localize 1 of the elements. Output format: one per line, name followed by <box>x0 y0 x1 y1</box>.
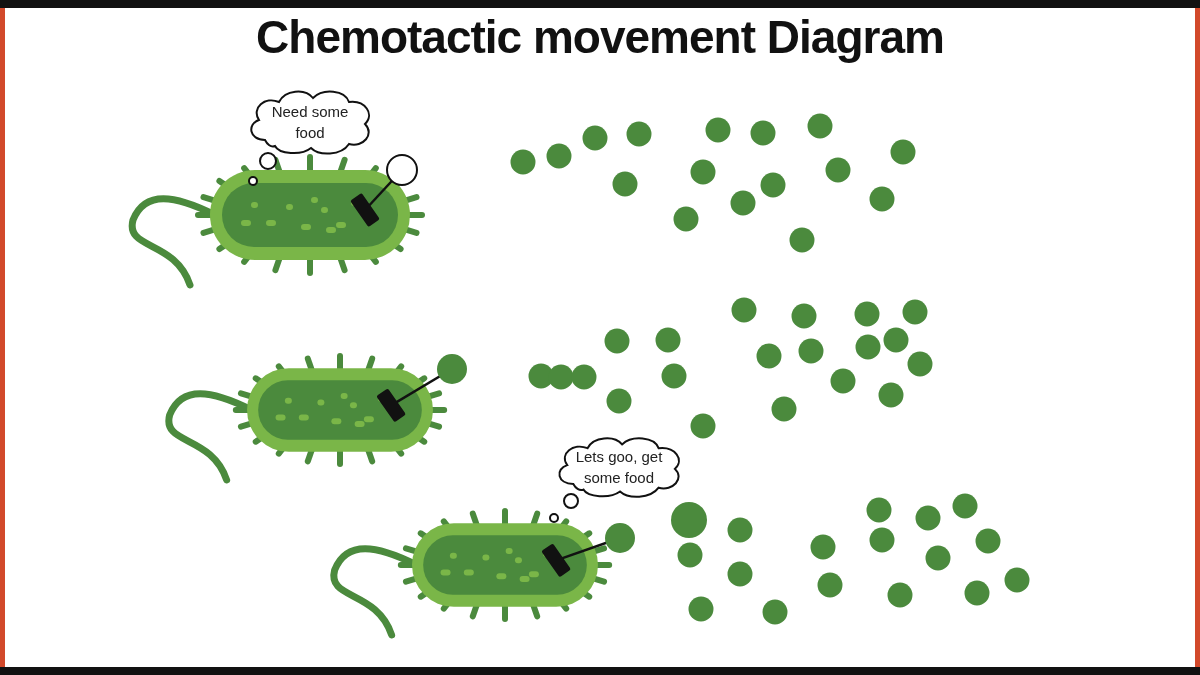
title: Chemotactic movement Diagram <box>255 10 945 64</box>
